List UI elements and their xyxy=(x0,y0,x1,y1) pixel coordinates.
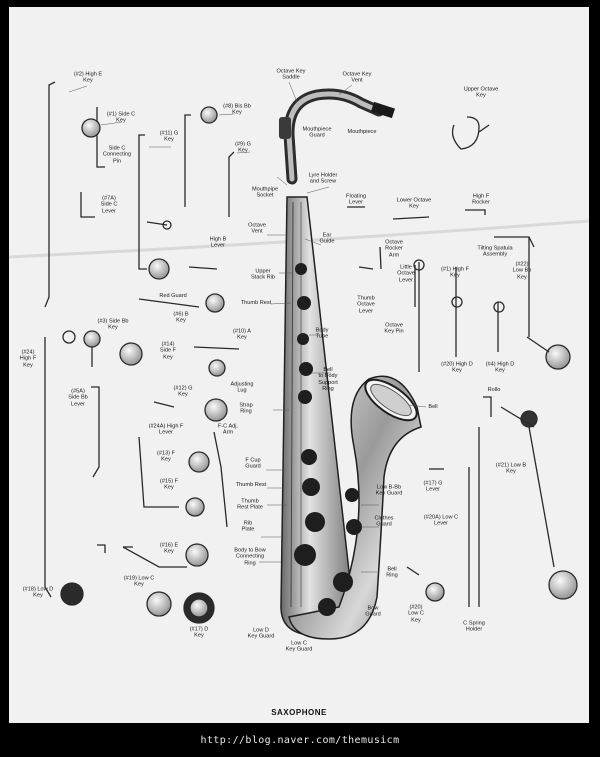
label-low-b-key: (#21) Low B Key xyxy=(495,462,527,475)
label-octave-key-saddle: Octave Key Saddle xyxy=(276,68,306,81)
label-upper-stack-rib: Upper Stack Rib xyxy=(251,268,275,281)
label-a-key: (#10) A Key xyxy=(232,328,252,341)
label-thumb-octave-lever: Thumb Octave Lever xyxy=(357,295,375,315)
label-high-f-key-24: (#24) High F Key xyxy=(19,349,37,369)
label-lyre-holder: Lyre Holder and Screw xyxy=(308,172,338,185)
label-octave-key-pin: Octave Key Pin xyxy=(384,322,404,335)
label-e-key: (#16) E Key xyxy=(159,542,179,555)
label-adjusting-lug: Adjusting Lug xyxy=(230,381,254,394)
label-octave-rocker-arm: Octave Rocker Arm xyxy=(385,239,403,259)
leader-lines xyxy=(68,81,427,573)
label-g-key-11: (#11) G Key xyxy=(159,130,179,143)
blog-url-watermark: http://blog.naver.com/themusicm xyxy=(200,735,400,746)
label-lower-octave-key: Lower Octave Key xyxy=(396,197,432,210)
label-g-key-9: (#9) G Key xyxy=(235,141,251,154)
label-rib-plate: Rib Plate xyxy=(241,520,255,533)
label-upper-octave-key: Upper Octave Key xyxy=(463,86,499,99)
label-thumb-rest-upper: Thumb Rest xyxy=(240,299,272,306)
label-ear-guide: Ear Guide xyxy=(319,232,335,245)
label-floating-lever: Floating Lever xyxy=(346,193,366,206)
label-low-d-key-guard: Low D Key Guard xyxy=(247,627,275,640)
label-side-bb-lever: (#5A) Side Bb Lever xyxy=(68,388,88,408)
label-high-f-lever-24a: (#24A) High F Lever xyxy=(148,423,184,436)
label-mouthpiece: Mouthpiece xyxy=(347,128,377,135)
label-bell-body-support-ring: Bell to Body Support Ring xyxy=(318,367,338,393)
diagram-caption: SAXOPHONE xyxy=(271,708,327,717)
label-mouthpiece-guard: Mouthpiece Guard xyxy=(302,126,332,139)
label-thumb-rest-lower: Thumb Rest xyxy=(235,481,267,488)
label-octave-vent: Octave Vent xyxy=(248,222,266,235)
label-low-bb-key: (#22) Low Bb Key xyxy=(512,261,532,281)
label-d-key-17: (#17) D Key xyxy=(189,626,209,639)
neck-part xyxy=(279,88,396,185)
label-clothes-guard: Clothes Guard xyxy=(374,515,394,528)
label-f-cup-guard: F Cup Guard xyxy=(245,457,261,470)
label-bell: Bell xyxy=(428,403,438,410)
label-high-d-key-4: (#4) High D Key xyxy=(485,361,515,374)
bell-part xyxy=(288,375,422,640)
label-side-c-connecting-pin: Side C Connecting Pin xyxy=(102,145,132,165)
label-low-c-key-guard: Low C Key Guard xyxy=(285,640,313,653)
label-side-c-key: (#1) Side C Key xyxy=(106,111,136,124)
label-high-f-rocker: High F Rocker xyxy=(472,193,490,206)
label-low-c-key-19: (#19) Low C Key xyxy=(123,575,155,588)
label-high-e-key: (#2) High E Key xyxy=(73,71,103,84)
label-high-b-lever: High B Lever xyxy=(209,236,227,249)
label-body-bow-ring: Body to Bow Connecting Ring xyxy=(234,547,266,567)
label-little-octave-lever: Little Octave Lever xyxy=(397,264,415,284)
label-thumb-rest-plate: Thumb Rest Plate xyxy=(237,498,263,511)
label-low-c-lever: (#20A) Low C Lever xyxy=(423,514,459,527)
label-c-spring-holder: C Spring Holder xyxy=(463,620,485,633)
label-low-d-key: (#18) Low D Key xyxy=(22,586,54,599)
label-body-tube: Body Tube xyxy=(315,327,329,340)
diagram-frame: (#2) High E Key (#1) Side C Key Side C C… xyxy=(9,7,589,723)
loose-key-parts xyxy=(44,81,578,624)
label-side-f-key: (#14) Side F Key xyxy=(159,341,177,361)
label-fc-adj-arm: F-C Adj. Arm xyxy=(217,423,239,436)
label-bis-bb-key: (#8) Bis Bb Key xyxy=(223,103,251,116)
label-side-c-lever: (#7A) Side C Lever xyxy=(100,195,118,215)
label-rollo: Rollo xyxy=(487,386,501,393)
label-strap-ring: Strap Ring xyxy=(239,402,253,415)
saxophone-illustration xyxy=(9,81,589,640)
label-g-lever-17: (#17) G Lever xyxy=(423,480,443,493)
label-high-f-key: (#1) High F Key xyxy=(441,266,469,279)
body-tube xyxy=(280,196,354,636)
label-octave-key-vent: Octave Key Vent xyxy=(342,71,372,84)
label-high-d-key-20: (#20) High D Key xyxy=(441,361,473,374)
label-low-c-key-20: (#20) Low C Key xyxy=(408,604,424,624)
label-red-guard: Red Guard xyxy=(159,292,187,299)
label-f-key-15: (#15) F Key xyxy=(159,478,179,491)
label-mouthpipe-socket: Mouthpipe Socket xyxy=(251,186,279,199)
body-pads xyxy=(294,263,362,616)
label-bell-ring: Bell Ring xyxy=(386,566,398,579)
label-low-b-bb-key-guard: Low B-Bb Key Guard xyxy=(375,484,403,497)
label-bow-guard: Bow Guard xyxy=(365,605,381,618)
label-f-key-13: (#13) F Key xyxy=(156,450,176,463)
label-tilting-spatula: Tilting Spatula Assembly xyxy=(477,245,513,258)
label-side-bb-key: (#3) Side Bb Key xyxy=(97,318,129,331)
label-g-key-12: (#12) G Key xyxy=(173,385,193,398)
label-b-key: (#6) B Key xyxy=(173,311,189,324)
